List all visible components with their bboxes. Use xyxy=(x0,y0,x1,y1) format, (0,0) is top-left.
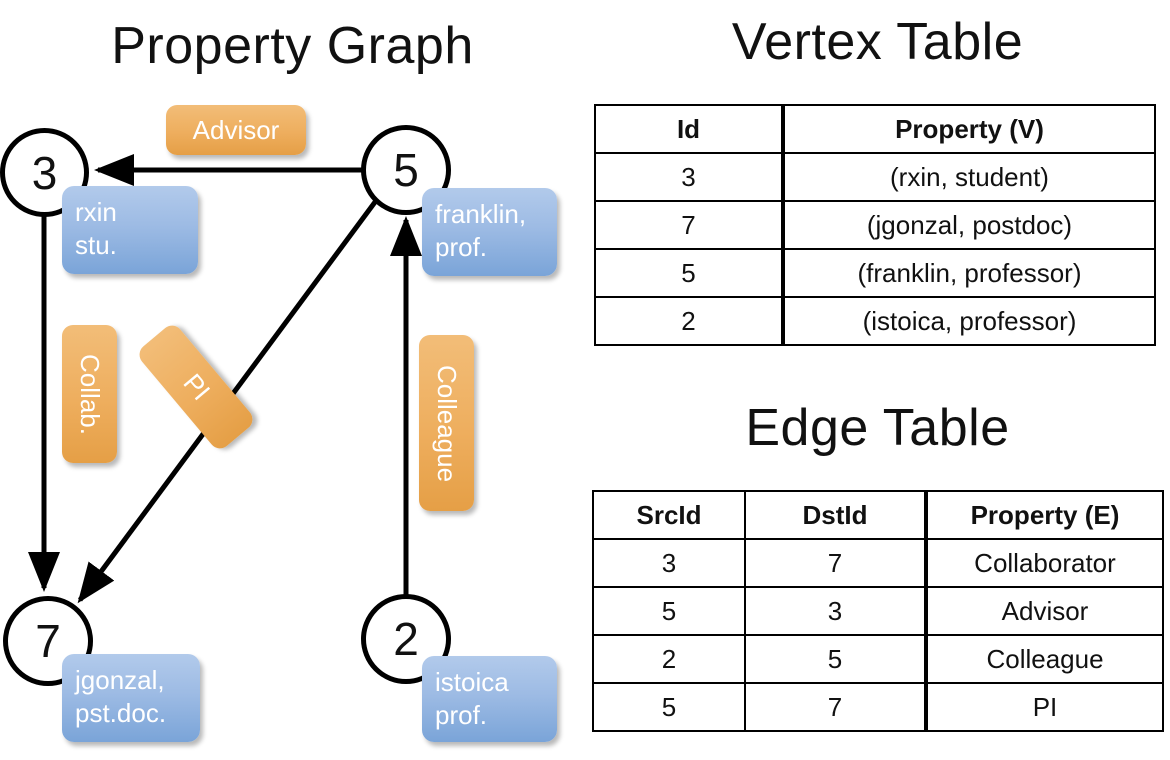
vertex-row-2-id: 5 xyxy=(594,248,784,298)
table-row[interactable]: 5 7 PI xyxy=(592,682,1164,732)
vertex-callout-rxin: rxin stu. xyxy=(62,186,198,274)
vertex-callout-rxin-line2: stu. xyxy=(75,230,117,261)
edge-row-2-property: Colleague xyxy=(924,634,1164,684)
table-row[interactable]: 2 (istoica, professor) xyxy=(594,296,1156,346)
graph-node-7-label: 7 xyxy=(35,615,61,667)
edge-label-collab-text: Collab. xyxy=(75,353,105,435)
edge-row-0-src: 3 xyxy=(592,538,746,588)
graph-node-2[interactable]: 2 xyxy=(361,594,451,684)
vertex-callout-jgonzal: jgonzal, pst.doc. xyxy=(62,654,200,742)
vertex-callout-istoica: istoica prof. xyxy=(422,656,557,742)
edge-label-pi-text: PI xyxy=(176,367,216,406)
edge-row-1-src: 5 xyxy=(592,586,746,636)
vertex-table-col-property: Property (V) xyxy=(781,104,1156,154)
edge-row-1-property: Advisor xyxy=(924,586,1164,636)
edge-row-1-dst: 3 xyxy=(744,586,927,636)
vertex-row-3-property: (istoica, professor) xyxy=(781,296,1156,346)
vertex-table-header-row: Id Property (V) xyxy=(594,104,1156,154)
graph-node-2-label: 2 xyxy=(393,613,419,665)
page-title-edge-table: Edge Table xyxy=(745,399,1010,457)
edge-row-0-dst: 7 xyxy=(744,538,927,588)
table-row[interactable]: 3 7 Collaborator xyxy=(592,538,1164,588)
edge-row-0-property: Collaborator xyxy=(924,538,1164,588)
edge-row-3-src: 5 xyxy=(592,682,746,732)
table-row[interactable]: 2 5 Colleague xyxy=(592,634,1164,684)
graph-node-3-label: 3 xyxy=(31,146,58,199)
vertex-callout-franklin: franklin, prof. xyxy=(422,188,557,276)
vertex-callout-jgonzal-line1: jgonzal, xyxy=(75,665,165,695)
vertex-row-1-id: 7 xyxy=(594,200,784,250)
table-row[interactable]: 3 (rxin, student) xyxy=(594,152,1156,202)
edge-label-colleague: Colleague xyxy=(419,335,474,511)
vertex-callout-rxin-line1: rxin xyxy=(75,197,117,227)
vertex-callout-jgonzal-line2: pst.doc. xyxy=(75,698,167,729)
vertex-row-3-id: 2 xyxy=(594,296,784,346)
graph-node-5-label: 5 xyxy=(393,144,419,196)
vertex-callout-istoica-line1: istoica xyxy=(435,667,509,697)
edge-table-col-srcid: SrcId xyxy=(592,490,746,540)
edge-label-collab: Collab. xyxy=(62,325,117,463)
edge-table-col-property: Property (E) xyxy=(924,490,1164,540)
vertex-table-col-id: Id xyxy=(594,104,784,154)
vertex-row-0-property: (rxin, student) xyxy=(781,152,1156,202)
vertex-table: Id Property (V) 3 (rxin, student) 7 (jgo… xyxy=(594,104,1156,346)
vertex-row-0-id: 3 xyxy=(594,152,784,202)
vertex-row-2-property: (franklin, professor) xyxy=(781,248,1156,298)
edge-table-col-dstid: DstId xyxy=(744,490,927,540)
edge-row-2-dst: 5 xyxy=(744,634,927,684)
edge-row-3-dst: 7 xyxy=(744,682,927,732)
edge-table-header-row: SrcId DstId Property (E) xyxy=(592,490,1164,540)
edge-label-advisor: Advisor xyxy=(166,105,306,155)
graph-node-5[interactable]: 5 xyxy=(361,125,451,215)
edge-label-colleague-text: Colleague xyxy=(432,364,462,482)
edge-table: SrcId DstId Property (E) 3 7 Collaborato… xyxy=(592,490,1164,732)
table-row[interactable]: 5 3 Advisor xyxy=(592,586,1164,636)
page-title-vertex-table: Vertex Table xyxy=(731,13,1024,71)
vertex-callout-istoica-line2: prof. xyxy=(435,700,488,731)
vertex-row-1-property: (jgonzal, postdoc) xyxy=(781,200,1156,250)
vertex-callout-franklin-line1: franklin, xyxy=(435,199,527,229)
table-row[interactable]: 7 (jgonzal, postdoc) xyxy=(594,200,1156,250)
table-row[interactable]: 5 (franklin, professor) xyxy=(594,248,1156,298)
edge-label-advisor-text: Advisor xyxy=(192,114,280,145)
edge-row-2-src: 2 xyxy=(592,634,746,684)
edge-row-3-property: PI xyxy=(924,682,1164,732)
page-title-property-graph: Property Graph xyxy=(111,17,474,75)
vertex-callout-franklin-line2: prof. xyxy=(435,232,488,263)
